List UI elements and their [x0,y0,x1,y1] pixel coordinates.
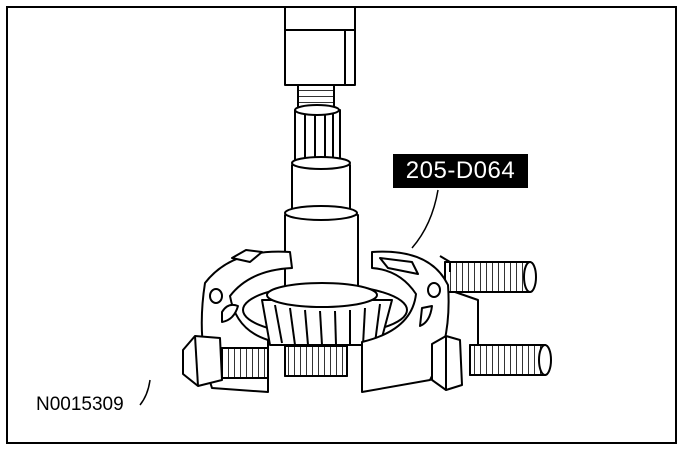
front-bolt-center [284,345,348,377]
rear-lower-bolt [469,344,552,376]
part-leader-line [139,379,151,406]
tool-number-label: 205-D064 [393,154,528,188]
shaft-lower [284,205,359,296]
tapered-roller-bearing [242,282,408,346]
front-bolt-right [431,335,463,391]
rear-upper-bolt [444,261,537,293]
front-bolt-left [182,335,269,387]
shaft-spline [294,104,341,161]
tool-leader-line [411,189,439,249]
forcing-screw-housing [284,8,356,86]
shaft-upper [291,156,351,214]
part-number-label: N0015309 [36,394,124,415]
puller-half-right [361,250,451,393]
